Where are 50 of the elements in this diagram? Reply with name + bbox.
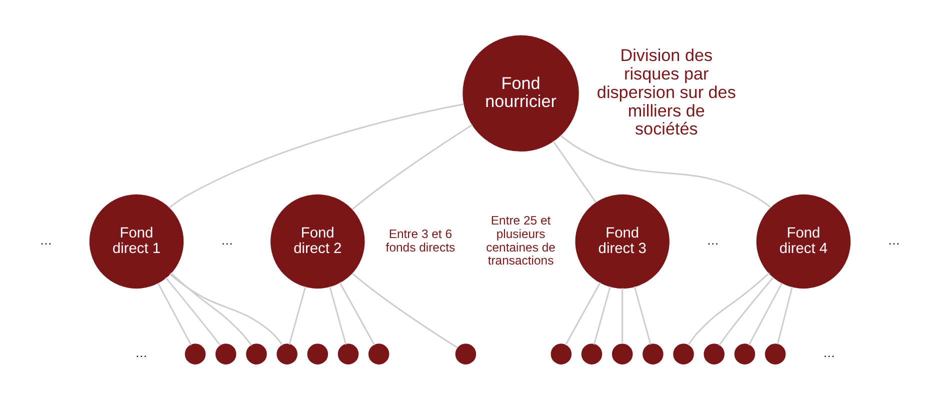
connector — [329, 286, 347, 344]
connector — [564, 282, 601, 345]
connector — [352, 272, 458, 348]
node-circle — [704, 343, 725, 364]
node-circle: Fond direct 1 — [89, 194, 184, 288]
label: Entre 25 et plusieurs centaines de transactions — [486, 212, 556, 268]
node-circle — [642, 343, 664, 364]
node-circle — [338, 343, 359, 364]
connector — [552, 140, 597, 202]
node-circle — [673, 343, 694, 364]
label: Division des risques par dispersion sur des milliers de sociétés — [596, 44, 736, 138]
label: … — [40, 233, 52, 248]
node-circle — [246, 343, 267, 364]
connector — [688, 272, 770, 346]
label: … — [135, 346, 148, 360]
node-circle — [550, 343, 572, 364]
connector — [168, 102, 464, 208]
connector — [157, 282, 192, 346]
node-circle: Fond direct 3 — [575, 194, 670, 288]
label: Entre 3 et 6 fonds directs — [386, 226, 456, 254]
connector — [560, 134, 772, 208]
node-circle: Fond nourricier — [462, 34, 579, 152]
connector — [622, 288, 624, 344]
connector — [718, 276, 774, 346]
connector — [170, 272, 252, 346]
label: … — [823, 346, 836, 360]
node-circle — [368, 343, 390, 364]
connector — [593, 286, 611, 344]
node-circle — [734, 343, 756, 364]
connector — [169, 273, 284, 346]
label: … — [888, 233, 900, 248]
connector — [165, 276, 221, 346]
node-circle: Fond direct 2 — [270, 194, 365, 288]
node-circle — [276, 343, 298, 364]
label: … — [220, 233, 234, 248]
node-circle — [184, 343, 206, 364]
connector — [634, 286, 652, 344]
connector — [288, 286, 306, 344]
connector — [748, 282, 783, 346]
node-circle — [581, 343, 602, 364]
connector — [339, 282, 376, 345]
node-circle — [612, 343, 633, 364]
node-circle — [455, 343, 476, 364]
node-circle: Fond direct 4 — [756, 194, 851, 288]
node-circle — [215, 343, 236, 364]
node-circle — [764, 343, 786, 364]
connector — [352, 124, 473, 210]
connector — [776, 286, 793, 344]
label: … — [706, 233, 720, 248]
node-circle — [307, 343, 328, 364]
